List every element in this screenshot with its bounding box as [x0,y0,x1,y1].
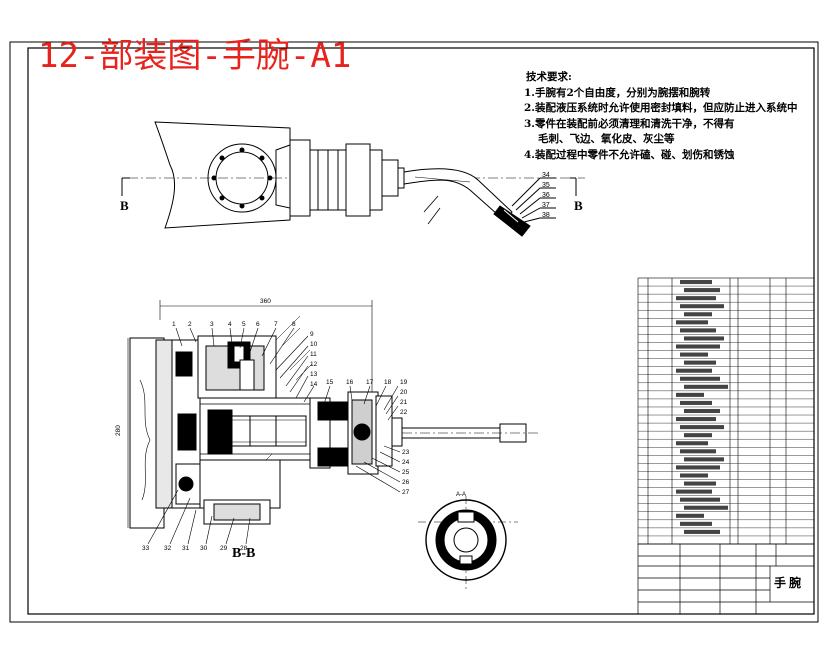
parts-list-entry [680,280,712,285]
technical-requirements: 技术要求: 1.手腕有2个自由度，分别为腕摆和腕转 2.装配液压系统时允许使用密… [524,70,814,164]
callout-10: 10 [310,341,318,348]
parts-list-entry [680,497,720,502]
callout-15: 15 [326,379,334,386]
parts-list-entry [676,441,708,446]
parts-list-table [637,277,815,545]
callout-9: 9 [310,331,314,338]
parts-list-entry [684,505,728,510]
dimension-280: 280 [115,425,122,436]
callout-25: 25 [402,469,410,476]
callout-3: 3 [210,321,214,328]
section-view-label: B-B [232,546,256,561]
parts-list-entry [684,529,720,534]
parts-list-entry [680,376,720,381]
parts-list-entry [676,320,708,325]
requirements-heading: 技术要求: [526,71,572,83]
upper-view-callouts: 34 35 36 37 38 [542,172,550,219]
section-view-bb [127,300,540,545]
callout-20: 20 [400,389,408,396]
callout-29: 29 [220,545,228,552]
parts-list-entry [684,288,720,293]
requirement-item: 4.装配过程中零件不允许磕、碰、划伤和锈蚀 [524,148,735,161]
section-top-callouts: 1 2 3 4 5 6 7 8 9 10 11 12 13 14 15 16 1… [115,298,410,552]
section-view-aa: A-A [418,492,518,592]
parts-list-entry [680,425,724,430]
parts-list-entry [676,489,712,494]
parts-list-entry [684,408,720,414]
callout-38: 38 [542,212,550,219]
callout-31: 31 [182,545,190,552]
callout-4: 4 [228,321,232,328]
parts-list-entry [684,312,712,317]
parts-list-entry [680,352,708,357]
callout-16: 16 [346,379,354,386]
callout-7: 7 [274,321,278,328]
parts-list-entry [680,473,708,478]
callout-21: 21 [400,399,408,406]
parts-list-entry [680,400,712,405]
callout-26: 26 [402,479,410,486]
section-marker-left: B [120,198,129,213]
requirement-item: 1.手腕有2个自由度，分别为腕摆和腕转 [524,86,711,99]
callout-35: 35 [542,182,550,189]
callout-5: 5 [242,321,246,328]
svg-text:A-A: A-A [456,492,466,498]
parts-list-entry [684,481,716,486]
callout-17: 17 [366,379,374,386]
parts-list-entry [676,344,720,349]
callout-13: 13 [310,371,318,378]
parts-list-entry [684,384,728,389]
callout-34: 34 [542,172,550,179]
parts-list-entry [684,433,712,438]
dimension-360: 360 [260,298,271,305]
callout-24: 24 [402,459,410,466]
callout-32: 32 [164,545,172,552]
title-block-part-name: 手腕 [774,576,805,590]
requirement-item: 3.零件在装配前必须清理和清洗干净，不得有 [524,117,735,130]
parts-list-entry [684,336,724,341]
callout-11: 11 [310,351,317,358]
requirement-item: 毛刺、飞边、氧化皮、灰尘等 [538,133,675,146]
callout-18: 18 [384,379,392,386]
callout-33: 33 [142,545,150,552]
parts-list-entry [676,417,716,422]
callout-19: 19 [400,379,408,386]
callout-12: 12 [310,361,318,368]
parts-list-entry [676,513,704,518]
section-marker-right: B [574,198,583,213]
parts-list-entry [676,465,720,470]
callout-36: 36 [542,192,550,199]
parts-list-rows [638,280,814,537]
callout-6: 6 [256,321,260,328]
parts-list-entry [680,449,716,454]
parts-list-entry [676,392,704,397]
parts-list-entry [684,360,716,365]
callout-30: 30 [200,545,208,552]
outer-border [9,41,819,623]
callout-28: 28 [240,545,248,552]
parts-list-entry [684,457,724,462]
callout-2: 2 [188,321,192,328]
requirement-item: 2.装配液压系统时允许使用密封填料，但应防止进入系统中 [524,102,798,115]
callout-1: 1 [172,321,176,328]
parts-list-entry [680,521,712,526]
callout-27: 27 [402,489,410,496]
parts-list-entry [676,296,716,301]
callout-22: 22 [400,409,408,416]
callout-37: 37 [542,202,550,209]
parts-list-entry [680,304,724,309]
parts-list-entry [680,328,716,333]
callout-8: 8 [292,321,296,328]
title-block [637,543,815,615]
callout-23: 23 [402,449,410,456]
upper-view [121,121,585,237]
drawing-title: 12-部装图-手腕-A1 [38,36,352,76]
parts-list-entry [676,368,712,373]
callout-14: 14 [310,381,318,388]
